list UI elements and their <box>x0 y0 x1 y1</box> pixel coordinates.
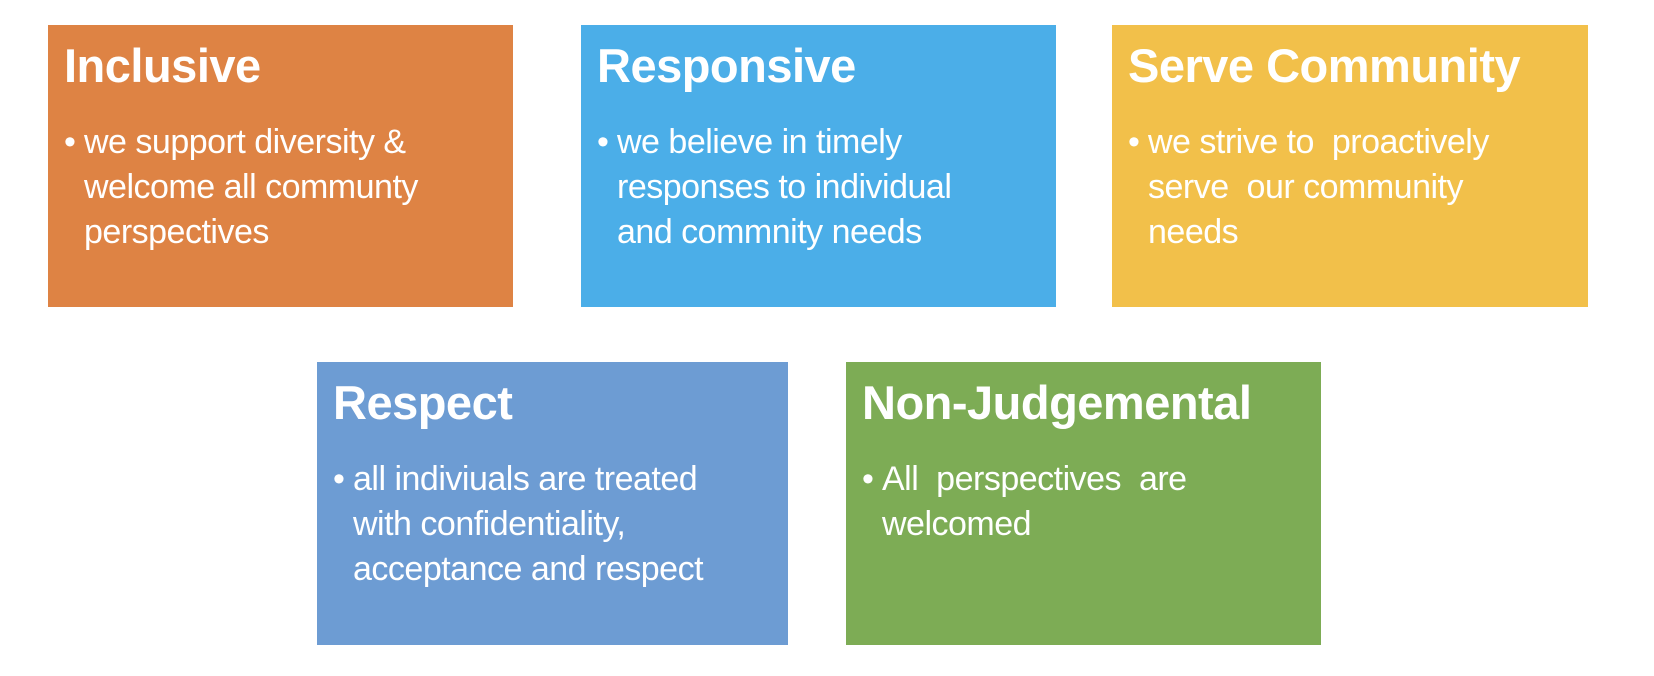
bullet-marker: • <box>862 459 874 498</box>
card-bullet-item: • All perspectives are welcomed <box>862 457 1305 547</box>
card-bullet-item: • all indiviuals are treated with confid… <box>333 457 772 592</box>
bullet-marker: • <box>64 122 76 161</box>
card-bullet-text: we believe in timely responses to indivi… <box>617 122 952 251</box>
bullet-marker: • <box>597 122 609 161</box>
card-bullet-text: all indiviuals are treated with confiden… <box>353 459 704 588</box>
card-bullet-item: • we believe in timely responses to indi… <box>597 120 1040 255</box>
value-card-non-judgemental: Non-Judgemental • All perspectives are w… <box>846 362 1321 645</box>
card-title: Serve Community <box>1128 39 1521 92</box>
value-card-serve-community: Serve Community • we strive to proactive… <box>1112 25 1588 307</box>
value-card-responsive: Responsive • we believe in timely respon… <box>581 25 1056 307</box>
value-card-respect: Respect • all indiviuals are treated wit… <box>317 362 788 645</box>
card-title: Inclusive <box>64 39 261 92</box>
card-title: Responsive <box>597 39 856 92</box>
bullet-marker: • <box>333 459 345 498</box>
card-bullet-text: we strive to proactively serve our commu… <box>1148 122 1489 251</box>
bullet-marker: • <box>1128 122 1140 161</box>
value-card-inclusive: Inclusive • we support diversity & welco… <box>48 25 513 307</box>
card-bullet-text: All perspectives are welcomed <box>882 459 1187 543</box>
card-bullet-item: • we strive to proactively serve our com… <box>1128 120 1572 255</box>
card-title: Non-Judgemental <box>862 376 1252 429</box>
card-bullet-text: we support diversity & welcome all commu… <box>84 122 418 251</box>
card-title: Respect <box>333 376 513 429</box>
card-bullet-item: • we support diversity & welcome all com… <box>64 120 497 255</box>
